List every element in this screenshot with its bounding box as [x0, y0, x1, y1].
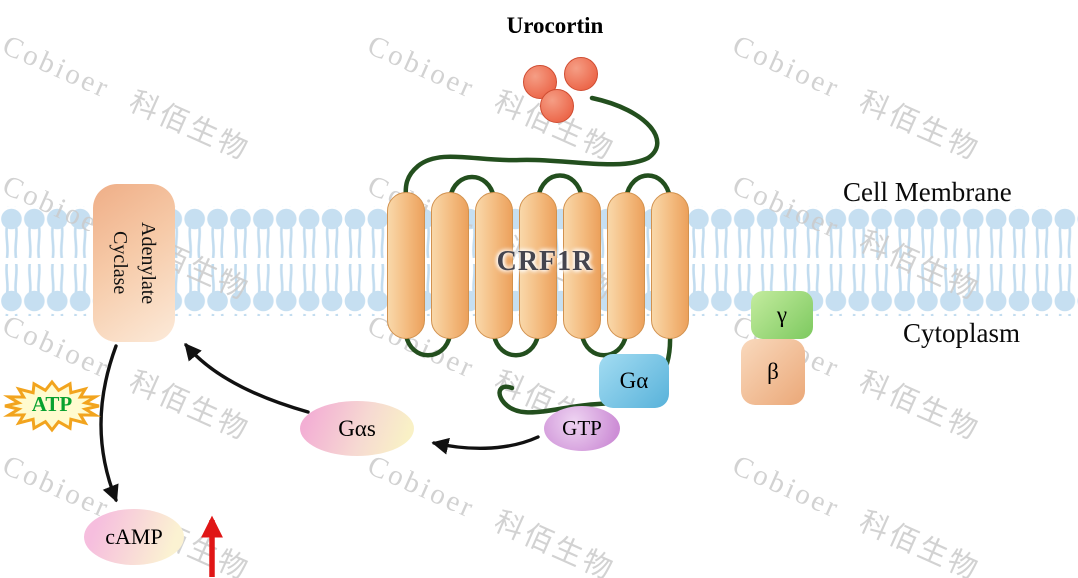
atp-label: ATP	[31, 392, 73, 416]
arrow-adenylate-cyclase-to-camp	[99, 344, 119, 503]
gtp-molecule: GTP	[544, 406, 620, 451]
receptor-extracellular-loop-1	[447, 174, 497, 201]
arrow-gtp-to-gas	[431, 435, 540, 455]
receptor-helix-5	[563, 192, 601, 339]
receptor-helix-1	[387, 192, 425, 339]
receptor-helix-4	[519, 192, 557, 339]
g-alpha-label: Gα	[619, 368, 649, 393]
camp-molecule: cAMP	[84, 509, 184, 565]
receptor-helix-6	[607, 192, 645, 339]
gamma-label: γ	[776, 302, 788, 327]
receptor-intracellular-loop-3	[579, 332, 629, 358]
receptor-helix-3	[475, 192, 513, 339]
receptor-helix-2	[431, 192, 469, 339]
urocortin-title: Urocortin	[506, 13, 604, 38]
arrow-gas-to-adenylate-cyclase	[184, 343, 310, 414]
gtp-label: GTP	[562, 416, 602, 440]
urocortin-ligand-circle	[540, 89, 574, 123]
adenylate-cyclase: Adenylate Cyclase	[93, 184, 175, 342]
receptor-intracellular-loop-1	[403, 332, 453, 358]
camp-label: cAMP	[105, 524, 163, 549]
receptor-intracellular-loop-2	[491, 332, 541, 358]
g-alpha-s-subunit: Gαs	[300, 401, 414, 456]
receptor-extracellular-loop-3	[623, 173, 673, 201]
g-alpha-s-label: Gαs	[338, 415, 376, 441]
atp-starburst	[3, 379, 101, 433]
receptor-extracellular-loop-2	[535, 173, 585, 201]
g-protein-gamma-subunit: γ	[751, 291, 813, 339]
adenylate-cyclase-label: Adenylate Cyclase	[109, 221, 159, 305]
receptor-helix-7	[651, 192, 689, 339]
beta-label: β	[767, 359, 779, 384]
cytoplasm-label: Cytoplasm	[903, 318, 1021, 348]
g-protein-beta-subunit: β	[741, 339, 805, 405]
g-protein-alpha-subunit: Gα	[599, 354, 669, 408]
receptor-n-terminus-loop	[403, 95, 660, 201]
crf1r-receptor-label: CRF1R	[496, 246, 594, 277]
cell-membrane-label: Cell Membrane	[843, 177, 1012, 207]
urocortin-ligand-circle	[564, 57, 598, 91]
